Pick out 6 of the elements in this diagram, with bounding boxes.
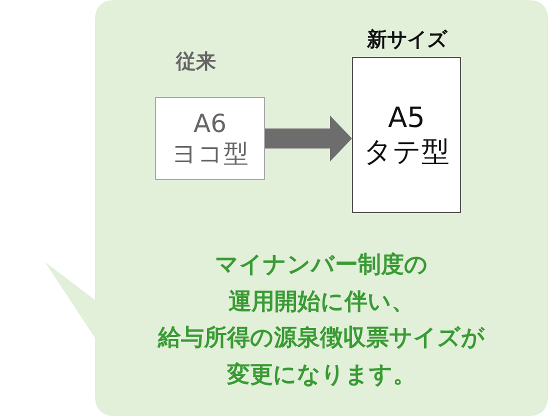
block-arrow [265, 116, 352, 162]
message-text: マイナンバー制度の運用開始に伴い、給与所得の源泉徴収票サイズが変更になります。 [156, 251, 486, 390]
heading: 従来 [174, 48, 217, 74]
paper-size-box: A5 タテ型 [352, 57, 461, 213]
heading: 新サイズ [366, 26, 449, 52]
paper-size-box: A6 ヨコ型 [155, 97, 265, 180]
